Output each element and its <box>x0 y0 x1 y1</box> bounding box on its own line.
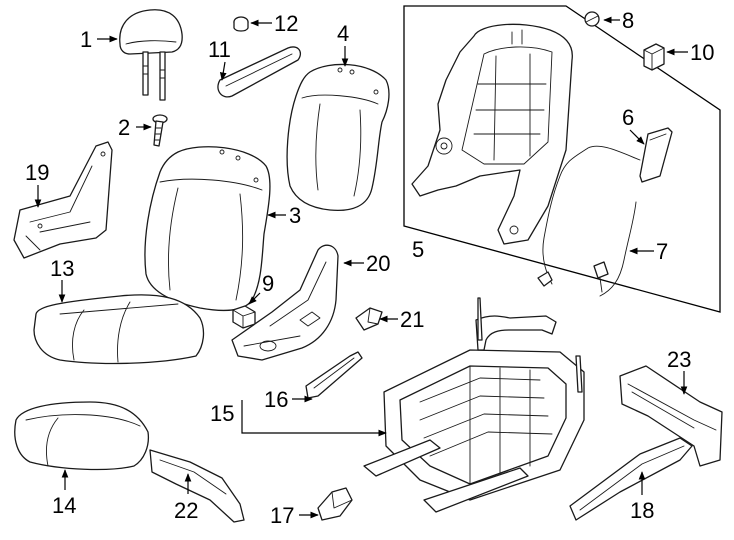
bushing-icon <box>232 305 256 329</box>
bracket-icon <box>317 487 353 521</box>
track-cover-icon <box>569 437 693 521</box>
seat-back-frame-box <box>403 5 721 313</box>
callout-10: 10 <box>690 40 714 65</box>
headrest-icon <box>119 9 183 101</box>
callout-6: 6 <box>622 105 634 130</box>
rear-cover-icon <box>619 365 723 467</box>
callout-15: 15 <box>210 401 234 426</box>
callout-12: 12 <box>274 11 298 36</box>
seat-back-pad-icon <box>286 63 390 212</box>
callout-16: 16 <box>264 387 288 412</box>
leader-11 <box>219 61 227 81</box>
seat-track-frame-icon <box>363 297 585 513</box>
lever-icon <box>305 351 363 399</box>
side-shield-icon <box>13 141 113 259</box>
callout-13: 13 <box>50 256 74 281</box>
callout-21: 21 <box>400 307 424 332</box>
cushion-pad-icon <box>14 401 150 471</box>
leader-9 <box>248 292 261 305</box>
callout-14: 14 <box>52 493 76 518</box>
recliner-cover-icon <box>231 244 339 361</box>
cap-icon <box>355 307 383 331</box>
callout-7: 7 <box>656 239 668 264</box>
connector-icon <box>643 43 665 71</box>
callout-23: 23 <box>667 347 691 372</box>
seat-back-frame-icon <box>411 23 573 245</box>
callout-labels: 1 2 3 4 5 6 7 8 9 10 11 12 13 14 15 16 1… <box>25 8 714 528</box>
callout-22: 22 <box>174 498 198 523</box>
cushion-cover-icon <box>33 294 205 365</box>
callout-11: 11 <box>208 37 231 62</box>
callout-18: 18 <box>630 498 654 523</box>
clip-icon <box>584 11 600 27</box>
trim-panel-icon <box>149 449 245 523</box>
callout-19: 19 <box>25 160 49 185</box>
callout-17: 17 <box>270 503 294 528</box>
trim-strip-icon <box>217 46 302 98</box>
callout-2: 2 <box>118 115 130 140</box>
wire-harness-icon <box>537 145 641 297</box>
callout-5: 5 <box>412 237 424 262</box>
callout-1: 1 <box>80 27 92 52</box>
leader-15 <box>241 412 387 437</box>
seat-back-cover-icon <box>144 146 271 312</box>
leader-lines <box>34 16 688 519</box>
callout-3: 3 <box>289 203 301 228</box>
bolt-icon <box>152 114 168 147</box>
callout-8: 8 <box>622 8 634 33</box>
callout-9: 9 <box>262 271 274 296</box>
leader-6 <box>629 129 645 145</box>
callout-4: 4 <box>337 21 349 46</box>
lumbar-module-icon <box>639 127 673 183</box>
callout-20: 20 <box>366 251 390 276</box>
knob-icon <box>233 16 249 32</box>
